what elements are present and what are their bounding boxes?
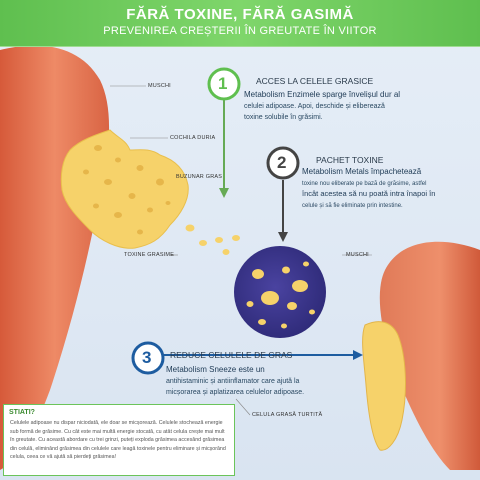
step-2-title: PACHET TOXINE [316,155,384,165]
label-muschi-right: MUSCHI [346,252,369,258]
fat-cell [60,129,189,249]
toxin-droplets [185,224,240,255]
step-3-title: REDUCE CELULELE DE GRAS [170,350,293,360]
step-1-number: 1 [218,74,228,93]
step-1-circle [207,67,241,101]
step-3-body: Metabolism Sneeze este un antihistaminic… [166,364,304,398]
step-2-line-1: Metabolism Metals împachetează [302,167,422,176]
step-2-circle [266,146,300,180]
toxin-ball [234,246,326,338]
info-box: STIATI? Celulele adipoase nu dispar nici… [3,404,235,476]
step-3-line-2: antihistaminic și antiinflamator care aj… [166,378,300,385]
step-1-body: Metabolism Enzimele sparge învelișul dur… [244,89,400,123]
label-muschi-left: MUSCHI [148,83,171,89]
step-1-line-1: Metabolism Enzimele sparge învelișul dur… [244,90,401,99]
label-toxine: TOXINE GRASIME [124,252,175,258]
step-2-line-4: celule și să fie eliminate prin intestin… [302,202,403,209]
header-banner: FĂRĂ TOXINE, FĂRĂ GASIMĂ PREVENIREA CREȘ… [0,0,480,46]
label-celula: CELULA GRASĂ TURTITĂ [252,412,323,418]
step-2-number: 2 [277,153,287,172]
step-2-line-2: toxine nou eliberate pe bază de grăsime,… [302,180,427,187]
info-heading: STIATI? [9,409,35,416]
step-3-number: 3 [142,348,152,367]
step-3-circle [131,341,165,375]
page-title: FĂRĂ TOXINE, FĂRĂ GASIMĂ [126,6,354,23]
step-1-line-2: celulei adipoase. Apoi, deschide și elib… [244,103,385,110]
label-cochila: COCHILA DURIA [170,135,216,141]
step-2-line-3: încât acestea să nu poată intra înapoi î… [302,189,436,198]
step-2-body: Metabolism Metals împachetează toxine no… [302,167,435,211]
step-1-line-3: toxine solubile în grăsimi. [244,114,323,121]
step-3-line-1: Metabolism Sneeze este un [166,365,265,374]
right-muscle [379,241,480,470]
step-1-title: ACCES LA CELELE GRASICE [256,76,374,86]
page-subtitle: PREVENIREA CREȘTERII ÎN GREUTATE ÎN VIIT… [103,25,377,37]
fat-holes [83,145,171,235]
label-buzunar: BUZUNAR GRAS [176,174,223,180]
info-text: Celulele adipoase nu dispar niciodată, e… [10,420,226,460]
step-3-line-3: micșorarea și aplatizarea celulelor adip… [166,389,305,396]
toxin-ball-spots [246,261,315,329]
flat-fat-cell [362,321,406,451]
